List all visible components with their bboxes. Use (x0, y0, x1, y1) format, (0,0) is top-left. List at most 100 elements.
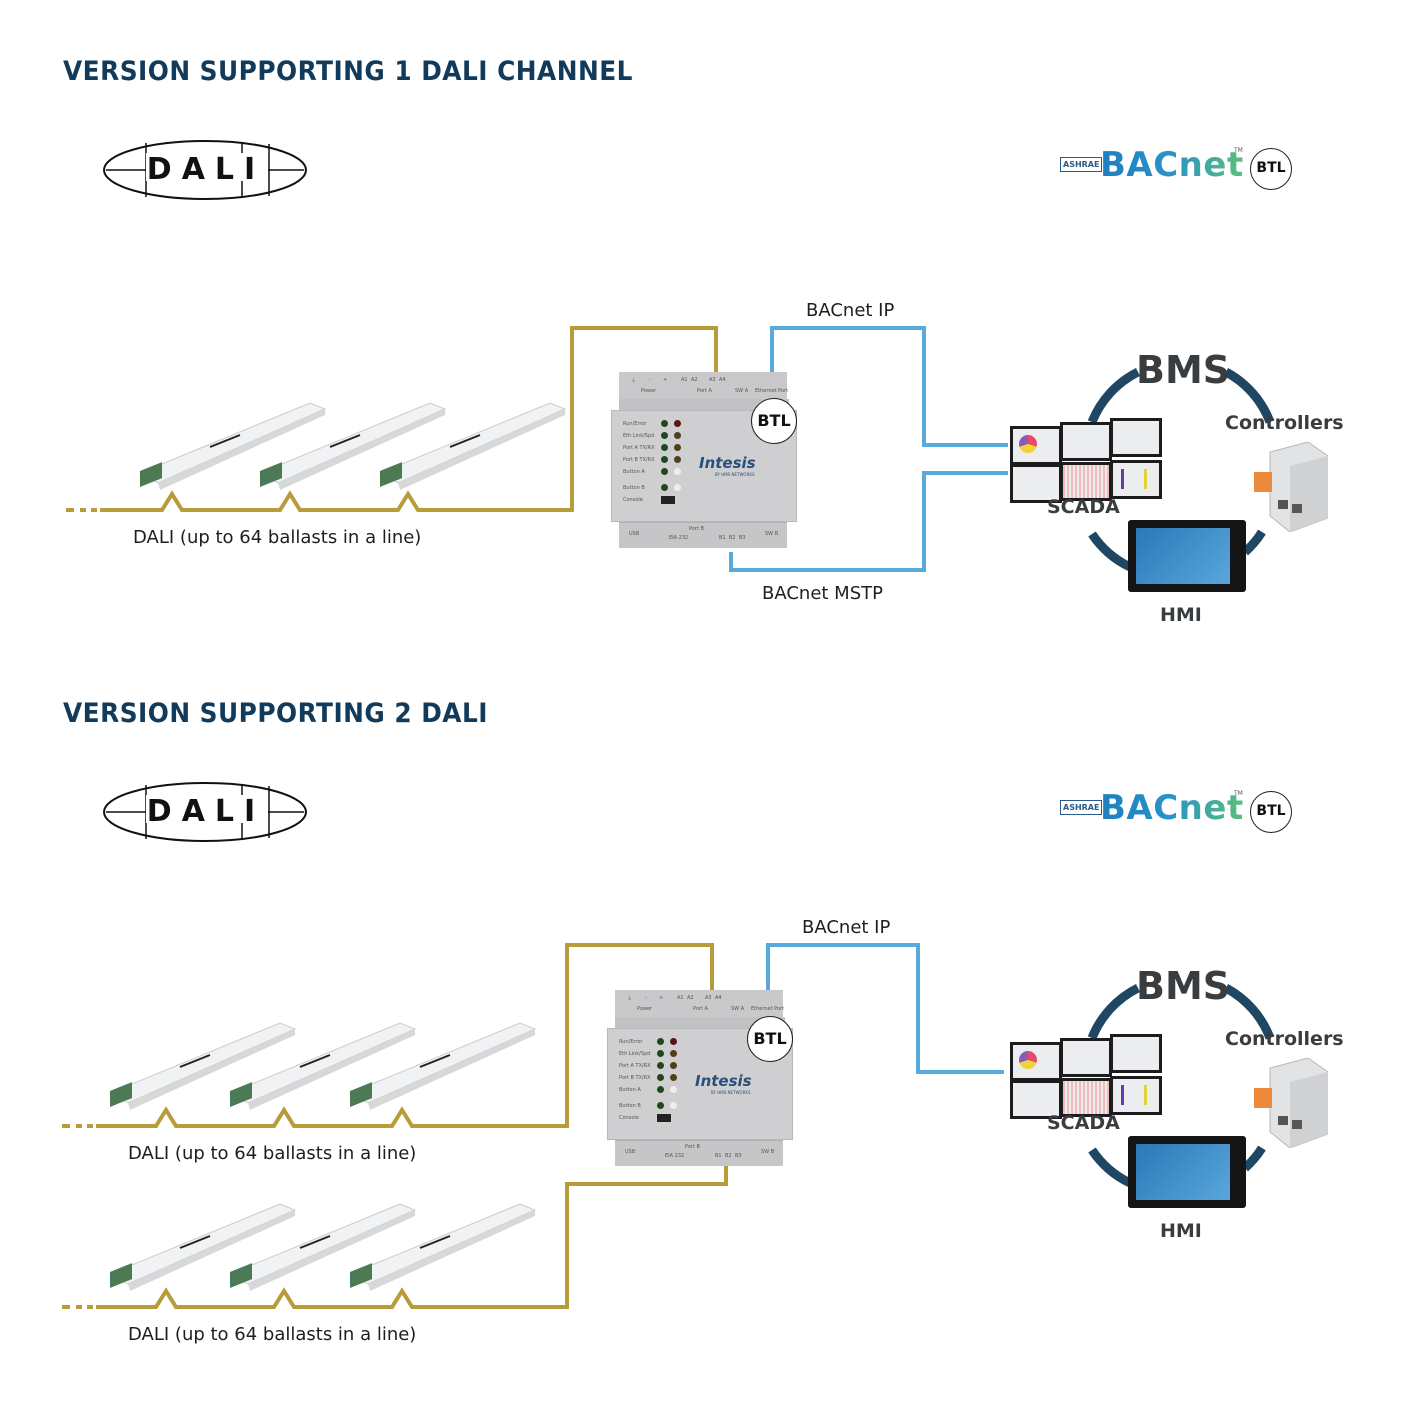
btl-badge-icon: BTL (751, 398, 797, 444)
led-label: Port A TX/RX (623, 444, 655, 451)
led-green-icon (657, 1050, 664, 1057)
led-green-icon (661, 468, 668, 475)
led-amber-icon (670, 1050, 677, 1057)
intesis-gateway: ⏚ - + A1 A2 A3 A4 Power Port A SW A Ethe… (607, 990, 793, 1166)
terminal-label: B2 (725, 1153, 732, 1159)
terminal-label: ⏚ (627, 996, 633, 1002)
led-label: Port B TX/RX (619, 1074, 651, 1081)
terminal-label: ⏚ (631, 378, 637, 384)
led-green-icon (657, 1074, 664, 1081)
port-label: Ethernet Port (751, 1006, 785, 1012)
terminal-label: A1 (681, 377, 688, 383)
port-label: Port A (697, 388, 712, 394)
dali-logo-text: DALI (147, 794, 265, 829)
dali-line-label: DALI (up to 64 ballasts in a line) (128, 1143, 417, 1164)
port-label: Ethernet Port (755, 388, 789, 394)
terminal-label: B1 (715, 1153, 722, 1159)
terminal-label: - (645, 995, 647, 1001)
trademark: TM (1234, 790, 1243, 797)
bms-cluster: BMS Controllers SCADA HMI (1000, 958, 1344, 1248)
bms-title: BMS (1136, 964, 1231, 1008)
ballast-icon (108, 1203, 297, 1291)
intesis-brand: Intesis (695, 1072, 752, 1090)
dali-logo-text: DALI (147, 152, 265, 187)
led-red-icon (670, 1038, 677, 1045)
btl-text: BTL (753, 1029, 787, 1048)
led-label: Button B (623, 484, 645, 491)
port-label: EIA 232 (669, 535, 689, 541)
ballast-icon (378, 402, 567, 490)
plc-controller-icon (1254, 442, 1328, 532)
terminal-label: A4 (719, 377, 726, 383)
led-label: Button A (623, 468, 645, 475)
section-2-title: VERSION SUPPORTING 2 DALI (63, 698, 488, 729)
led-green-icon (657, 1038, 664, 1045)
scada-monitors-icon (1010, 412, 1162, 503)
led-amber-icon (670, 1074, 677, 1081)
led-amber-icon (674, 444, 681, 451)
button-icon (674, 468, 681, 475)
scada-label: SCADA (1047, 1112, 1120, 1134)
bacnet-ip-wire (766, 943, 1004, 1074)
terminal-label: B2 (729, 535, 736, 541)
dali-wire-1 (62, 943, 714, 1128)
dali-wire-1 (66, 326, 718, 512)
terminal-label: A1 (677, 995, 684, 1001)
terminal-label: B3 (739, 535, 746, 541)
led-label: Console (623, 497, 643, 503)
port-label: Power (637, 1006, 653, 1012)
bacnet-logo: ASHRAE BACnet TM BTL (1060, 786, 1300, 836)
ballast-icon (228, 1022, 417, 1110)
terminal-label: A4 (715, 995, 722, 1001)
gateway-top-terminals: ⏚ - + A1 A2 A3 A4 Power Port A SW A Ethe… (615, 990, 785, 1019)
led-label: Console (619, 1115, 639, 1121)
led-label: Eth Link/Spd (619, 1050, 651, 1057)
led-label: Button B (619, 1102, 641, 1109)
ashrae-mark: ASHRAE (1060, 800, 1103, 815)
dali-line-label: DALI (up to 64 ballasts in a line) (128, 1324, 417, 1345)
dali-wire-2 (62, 1165, 728, 1309)
hmi-label: HMI (1160, 604, 1202, 626)
intesis-sub: BY HMS NETWORKS (711, 1090, 751, 1095)
scada-monitors-icon (1010, 1028, 1162, 1119)
console-port-icon (661, 496, 675, 504)
terminal-label: + (663, 377, 668, 383)
led-label: Run/Error (623, 420, 647, 427)
console-port-icon (657, 1114, 671, 1122)
button-icon (674, 484, 681, 491)
ballast-icon (348, 1022, 537, 1110)
led-green-icon (661, 456, 668, 463)
bacnet-mstp-wire (729, 471, 1008, 572)
ballast-icon (348, 1203, 537, 1291)
port-label: SW B (761, 1149, 775, 1155)
btl-text: BTL (1256, 803, 1286, 819)
btl-badge-icon: BTL (1250, 791, 1292, 833)
hmi-label: HMI (1160, 1220, 1202, 1242)
gateway-top-terminals: ⏚ - + A1 A2 A3 A4 Power Port A SW A Ethe… (619, 372, 789, 401)
port-label: Power (641, 388, 657, 394)
ballast-icon (228, 1203, 417, 1291)
button-icon (670, 1102, 677, 1109)
led-amber-icon (674, 456, 681, 463)
led-label: Button A (619, 1086, 641, 1093)
terminal-label: B3 (735, 1153, 742, 1159)
terminal-label: - (649, 377, 651, 383)
led-green-icon (661, 432, 668, 439)
led-red-icon (674, 420, 681, 427)
btl-badge-icon: BTL (1250, 148, 1292, 190)
gateway-bottom-terminals: USB Port B EIA 232 B1 B2 B3 SW B (615, 1140, 783, 1166)
controllers-label: Controllers (1225, 1028, 1344, 1050)
btl-text: BTL (757, 411, 791, 430)
led-green-icon (661, 444, 668, 451)
led-label: Eth Link/Spd (623, 432, 655, 439)
led-green-icon (661, 484, 668, 491)
port-label: USB (625, 1149, 636, 1155)
port-label: SW A (735, 388, 749, 394)
led-amber-icon (674, 432, 681, 439)
dali-logo: DALI (103, 782, 307, 842)
terminal-label: + (659, 995, 664, 1001)
ashrae-mark: ASHRAE (1060, 157, 1103, 172)
gateway-front-panel: Run/Error Eth Link/Spd Port A TX/RX Port… (611, 410, 797, 522)
port-label: SW A (731, 1006, 745, 1012)
